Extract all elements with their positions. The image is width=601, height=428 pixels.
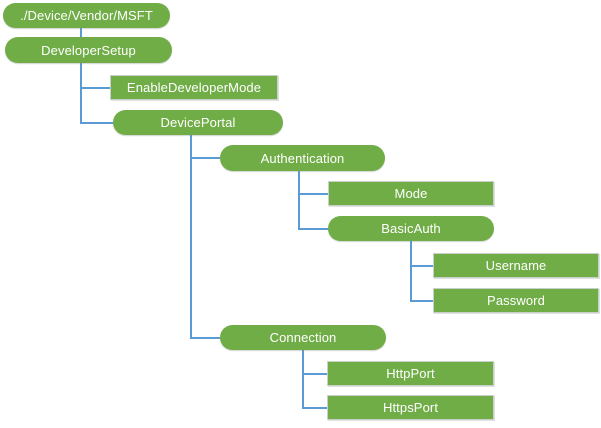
tree-node-label: Username — [485, 258, 547, 273]
connector-deviceportal-to-authentication — [190, 135, 220, 159]
tree-node-label: HttpPort — [386, 366, 435, 381]
connector-basicauth-to-username — [410, 241, 433, 267]
tree-node-username[interactable]: Username — [433, 253, 599, 278]
connector-developersetup-to-deviceportal — [80, 63, 113, 124]
tree-node-httpsport[interactable]: HttpsPort — [327, 395, 494, 420]
connector-authentication-to-mode — [298, 171, 328, 195]
tree-node-label: Authentication — [260, 150, 345, 166]
tree-node-mode[interactable]: Mode — [328, 181, 494, 206]
tree-node-label: Password — [487, 293, 545, 308]
tree-node-authentication[interactable]: Authentication — [220, 145, 385, 171]
tree-node-enabledevelopermode[interactable]: EnableDeveloperMode — [110, 75, 278, 100]
tree-node-label: Connection — [269, 330, 337, 345]
tree-node-password[interactable]: Password — [433, 288, 599, 313]
tree-node-label: Mode — [394, 186, 428, 201]
tree-node-root[interactable]: ./Device/Vendor/MSFT — [3, 3, 170, 28]
tree-node-connection[interactable]: Connection — [220, 325, 386, 350]
connector-authentication-to-basicauth — [298, 171, 328, 230]
tree-node-label: EnableDeveloperMode — [126, 80, 262, 95]
connector-connection-to-httpsport — [302, 350, 327, 409]
tree-node-basicauth[interactable]: BasicAuth — [328, 216, 494, 241]
connector-basicauth-to-password — [410, 241, 433, 302]
connector-connection-to-httpport — [302, 350, 327, 375]
connector-developersetup-to-enabledevelopermode — [80, 63, 110, 89]
tree-node-httpport[interactable]: HttpPort — [327, 361, 494, 386]
tree-node-label: DevicePortal — [160, 115, 236, 130]
tree-node-label: DeveloperSetup — [41, 42, 136, 58]
tree-node-label: ./Device/Vendor/MSFT — [20, 8, 153, 23]
tree-node-deviceportal[interactable]: DevicePortal — [113, 110, 283, 135]
connector-deviceportal-to-connection — [190, 135, 220, 339]
tree-node-developersetup[interactable]: DeveloperSetup — [5, 37, 172, 63]
tree-node-label: HttpsPort — [382, 400, 439, 415]
tree-node-label: BasicAuth — [381, 221, 441, 236]
